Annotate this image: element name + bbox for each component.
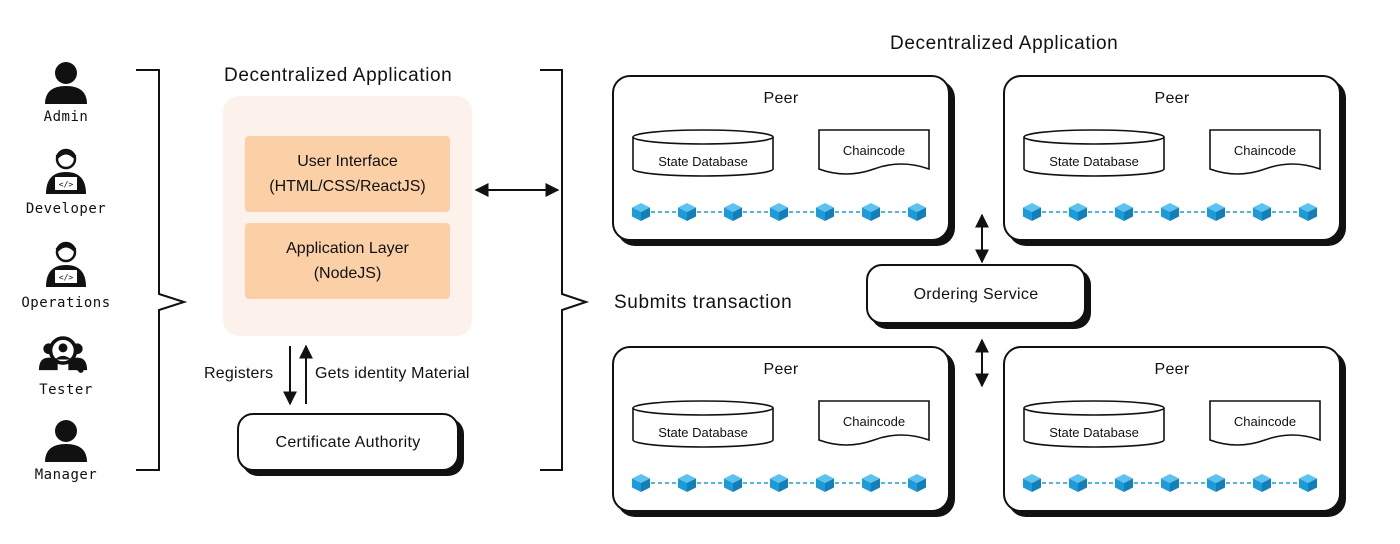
database-icon [1023, 400, 1165, 448]
state-database-label: State Database [658, 425, 748, 440]
database-icon [632, 400, 774, 448]
chaincode-label: Chaincode [842, 414, 906, 429]
peer-title: Peer [763, 361, 799, 378]
role-label-manager: Manager [34, 467, 98, 483]
developer-laptop-icon: </> [46, 148, 86, 194]
block-icon [908, 203, 926, 221]
role-label-admin: Admin [43, 109, 89, 125]
chaincode-document-icon [1209, 129, 1321, 175]
block-icon [862, 474, 880, 492]
role-label-operations: Operations [21, 295, 111, 311]
ui-line2: (HTML/CSS/ReactJS) [269, 178, 426, 195]
peer-box: Peer State Database Chaincode [612, 346, 950, 512]
chaincode-label: Chaincode [1233, 143, 1297, 158]
block-icon [1161, 474, 1179, 492]
peer-title: Peer [763, 90, 799, 107]
block-icon [770, 474, 788, 492]
block-icon [724, 203, 742, 221]
user-interface-layer: User Interface (HTML/CSS/ReactJS) [245, 136, 450, 212]
blockchain-chain [632, 203, 926, 221]
application-layer: Application Layer (NodeJS) [245, 223, 450, 299]
svg-text:</>: </> [59, 273, 74, 282]
peer-title: Peer [1154, 90, 1190, 107]
block-icon [1253, 474, 1271, 492]
database-icon [632, 129, 774, 177]
block-icon [632, 203, 650, 221]
block-icon [1207, 474, 1225, 492]
blockchain-chain [632, 474, 926, 492]
chaincode-document-icon [818, 129, 930, 175]
ui-line1: User Interface [297, 153, 398, 170]
block-icon [1023, 203, 1041, 221]
block-icon [1299, 474, 1317, 492]
database-icon [1023, 129, 1165, 177]
chaincode-label: Chaincode [842, 143, 906, 158]
state-database-label: State Database [1049, 154, 1139, 169]
state-database-label: State Database [658, 154, 748, 169]
app-title: Decentralized Application [224, 65, 453, 86]
app-panel: User Interface (HTML/CSS/ReactJS) Applic… [223, 96, 472, 336]
block-icon [1023, 474, 1041, 492]
manager-user-icon [45, 420, 87, 462]
certificate-authority-box: Certificate Authority [237, 413, 459, 471]
chaincode-label: Chaincode [1233, 414, 1297, 429]
gets-identity-label: Gets identity Material [315, 365, 470, 382]
block-icon [1207, 203, 1225, 221]
block-icon [862, 203, 880, 221]
svg-text:</>: </> [59, 180, 74, 189]
layer-line1: Application Layer [286, 240, 409, 257]
ordering-service-box: Ordering Service [866, 264, 1086, 324]
certificate-authority-label: Certificate Authority [275, 434, 421, 451]
role-label-developer: Developer [25, 201, 107, 217]
block-icon [1299, 203, 1317, 221]
peer-box: Peer State Database Chaincode [1003, 346, 1341, 512]
block-icon [1161, 203, 1179, 221]
network-title: Decentralized Application [890, 33, 1119, 54]
blockchain-chain [1023, 474, 1317, 492]
roles-brace [136, 69, 188, 471]
admin-user-icon [45, 62, 87, 104]
block-icon [770, 203, 788, 221]
app-brace [540, 69, 590, 471]
registers-label: Registers [204, 365, 274, 382]
peer-box: Peer State Database Chaincode [612, 75, 950, 241]
layer-line2: (NodeJS) [313, 265, 382, 282]
block-icon [816, 474, 834, 492]
block-icon [908, 474, 926, 492]
block-icon [1115, 203, 1133, 221]
block-icon [632, 474, 650, 492]
chaincode-document-icon [1209, 400, 1321, 446]
chaincode-document-icon [818, 400, 930, 446]
block-icon [724, 474, 742, 492]
peer-box: Peer State Database Chaincode [1003, 75, 1341, 241]
role-label-tester: Tester [39, 382, 93, 398]
block-icon [678, 474, 696, 492]
block-icon [678, 203, 696, 221]
blockchain-chain [1023, 203, 1317, 221]
block-icon [1069, 474, 1087, 492]
ordering-service-label: Ordering Service [913, 286, 1039, 303]
submits-transaction-label: Submits transaction [614, 292, 793, 313]
block-icon [1069, 203, 1087, 221]
state-database-label: State Database [1049, 425, 1139, 440]
block-icon [1115, 474, 1133, 492]
block-icon [816, 203, 834, 221]
operations-laptop-icon: </> [46, 241, 86, 287]
block-icon [1253, 203, 1271, 221]
tester-magnifier-icon [38, 336, 88, 373]
peer-title: Peer [1154, 361, 1190, 378]
